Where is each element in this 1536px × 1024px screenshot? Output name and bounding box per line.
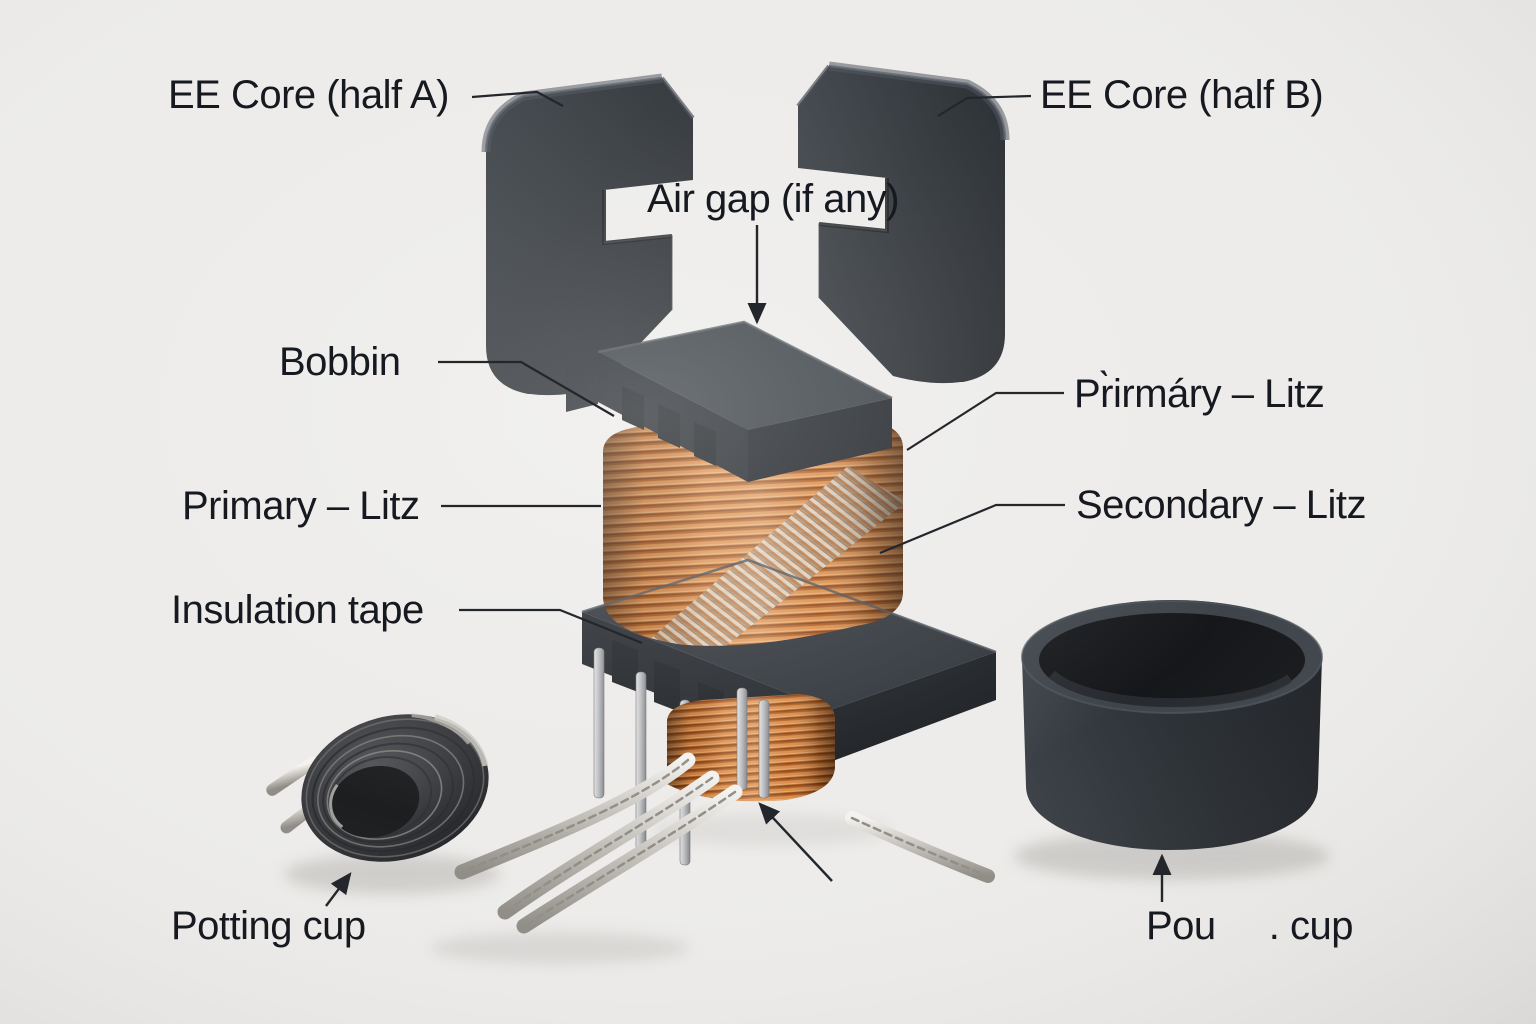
pointer-arrows bbox=[325, 225, 1172, 907]
label-primary-left: Primary – Litz bbox=[182, 484, 420, 528]
leader-ee-core-a bbox=[471, 90, 564, 107]
label-bobbin: Bobbin bbox=[279, 340, 401, 384]
leader-insulation-tape bbox=[459, 608, 643, 645]
label-ee-core-a: EE Core (half A) bbox=[168, 73, 450, 117]
label-insulation-tape: Insulation tape bbox=[171, 588, 424, 632]
leader-secondary bbox=[879, 503, 1065, 555]
wire-pointer-arrow bbox=[758, 802, 833, 882]
leader-lines bbox=[438, 90, 1065, 645]
label-potting-cup-left: Potting cup bbox=[171, 904, 366, 948]
label-air-gap: Air gap (if any) bbox=[647, 177, 900, 221]
label-primary-right: Pr̀irmáry – Litz bbox=[1074, 372, 1325, 416]
leader-bobbin bbox=[438, 360, 615, 417]
label-secondary: Secondary – Litz bbox=[1076, 483, 1366, 527]
leader-ee-core-b bbox=[937, 94, 1032, 117]
leader-primary-right bbox=[906, 391, 1064, 451]
label-ee-core-b: EE Core (half B) bbox=[1040, 73, 1324, 117]
label-potting-cup-right: Pou . cup bbox=[1146, 904, 1353, 948]
potting-cup-left-arrow bbox=[325, 872, 352, 907]
